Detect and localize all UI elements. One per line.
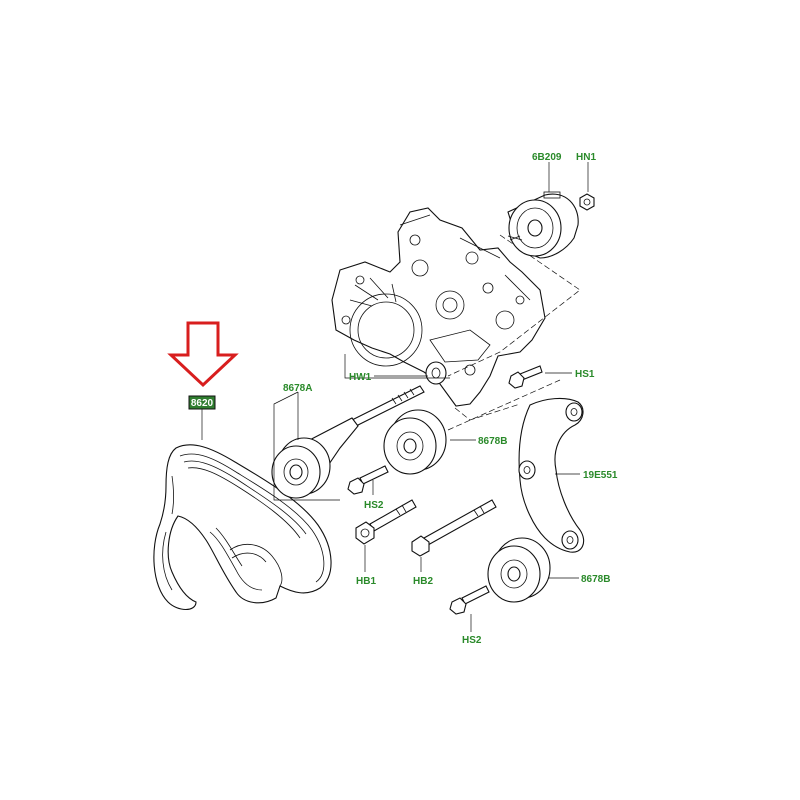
part-label-8620: 8620: [191, 398, 214, 409]
drive-belt-8620: [153, 444, 332, 611]
idler-pulley-8678B-lower: [487, 537, 551, 603]
bolt-HS1: [508, 365, 543, 389]
washer-HW1: [425, 361, 447, 385]
label-8678A: 8678A: [283, 383, 312, 394]
label-HB2: HB2: [413, 576, 433, 587]
idler-pulley-8678B-upper: [383, 409, 447, 475]
down-arrow-icon: [167, 321, 239, 388]
bolt-HB1: [355, 499, 417, 545]
label-6B209: 6B209: [532, 152, 562, 163]
label-HS2-upper: HS2: [364, 500, 384, 511]
bolt-HS2-lower: [449, 585, 490, 615]
label-HN1: HN1: [576, 152, 596, 163]
label-8678B-lower: 8678B: [581, 574, 610, 585]
part-8620-highlight[interactable]: 8620: [188, 395, 216, 410]
label-8678B-upper: 8678B: [478, 436, 507, 447]
label-HB1: HB1: [356, 576, 376, 587]
label-HS1: HS1: [575, 369, 595, 380]
bolt-HS2-upper: [347, 465, 389, 495]
engine-front-cover: [331, 207, 546, 407]
label-HS2-lower: HS2: [462, 635, 482, 646]
bolt-HB2: [411, 499, 497, 557]
belt-tensioner-6B209: [507, 191, 579, 259]
idler-pulley-8678A: [271, 417, 359, 499]
bracket-19E551: [518, 397, 585, 553]
nut-HN1: [579, 193, 595, 211]
label-19E551: 19E551: [583, 470, 618, 481]
label-HW1: HW1: [349, 372, 372, 383]
